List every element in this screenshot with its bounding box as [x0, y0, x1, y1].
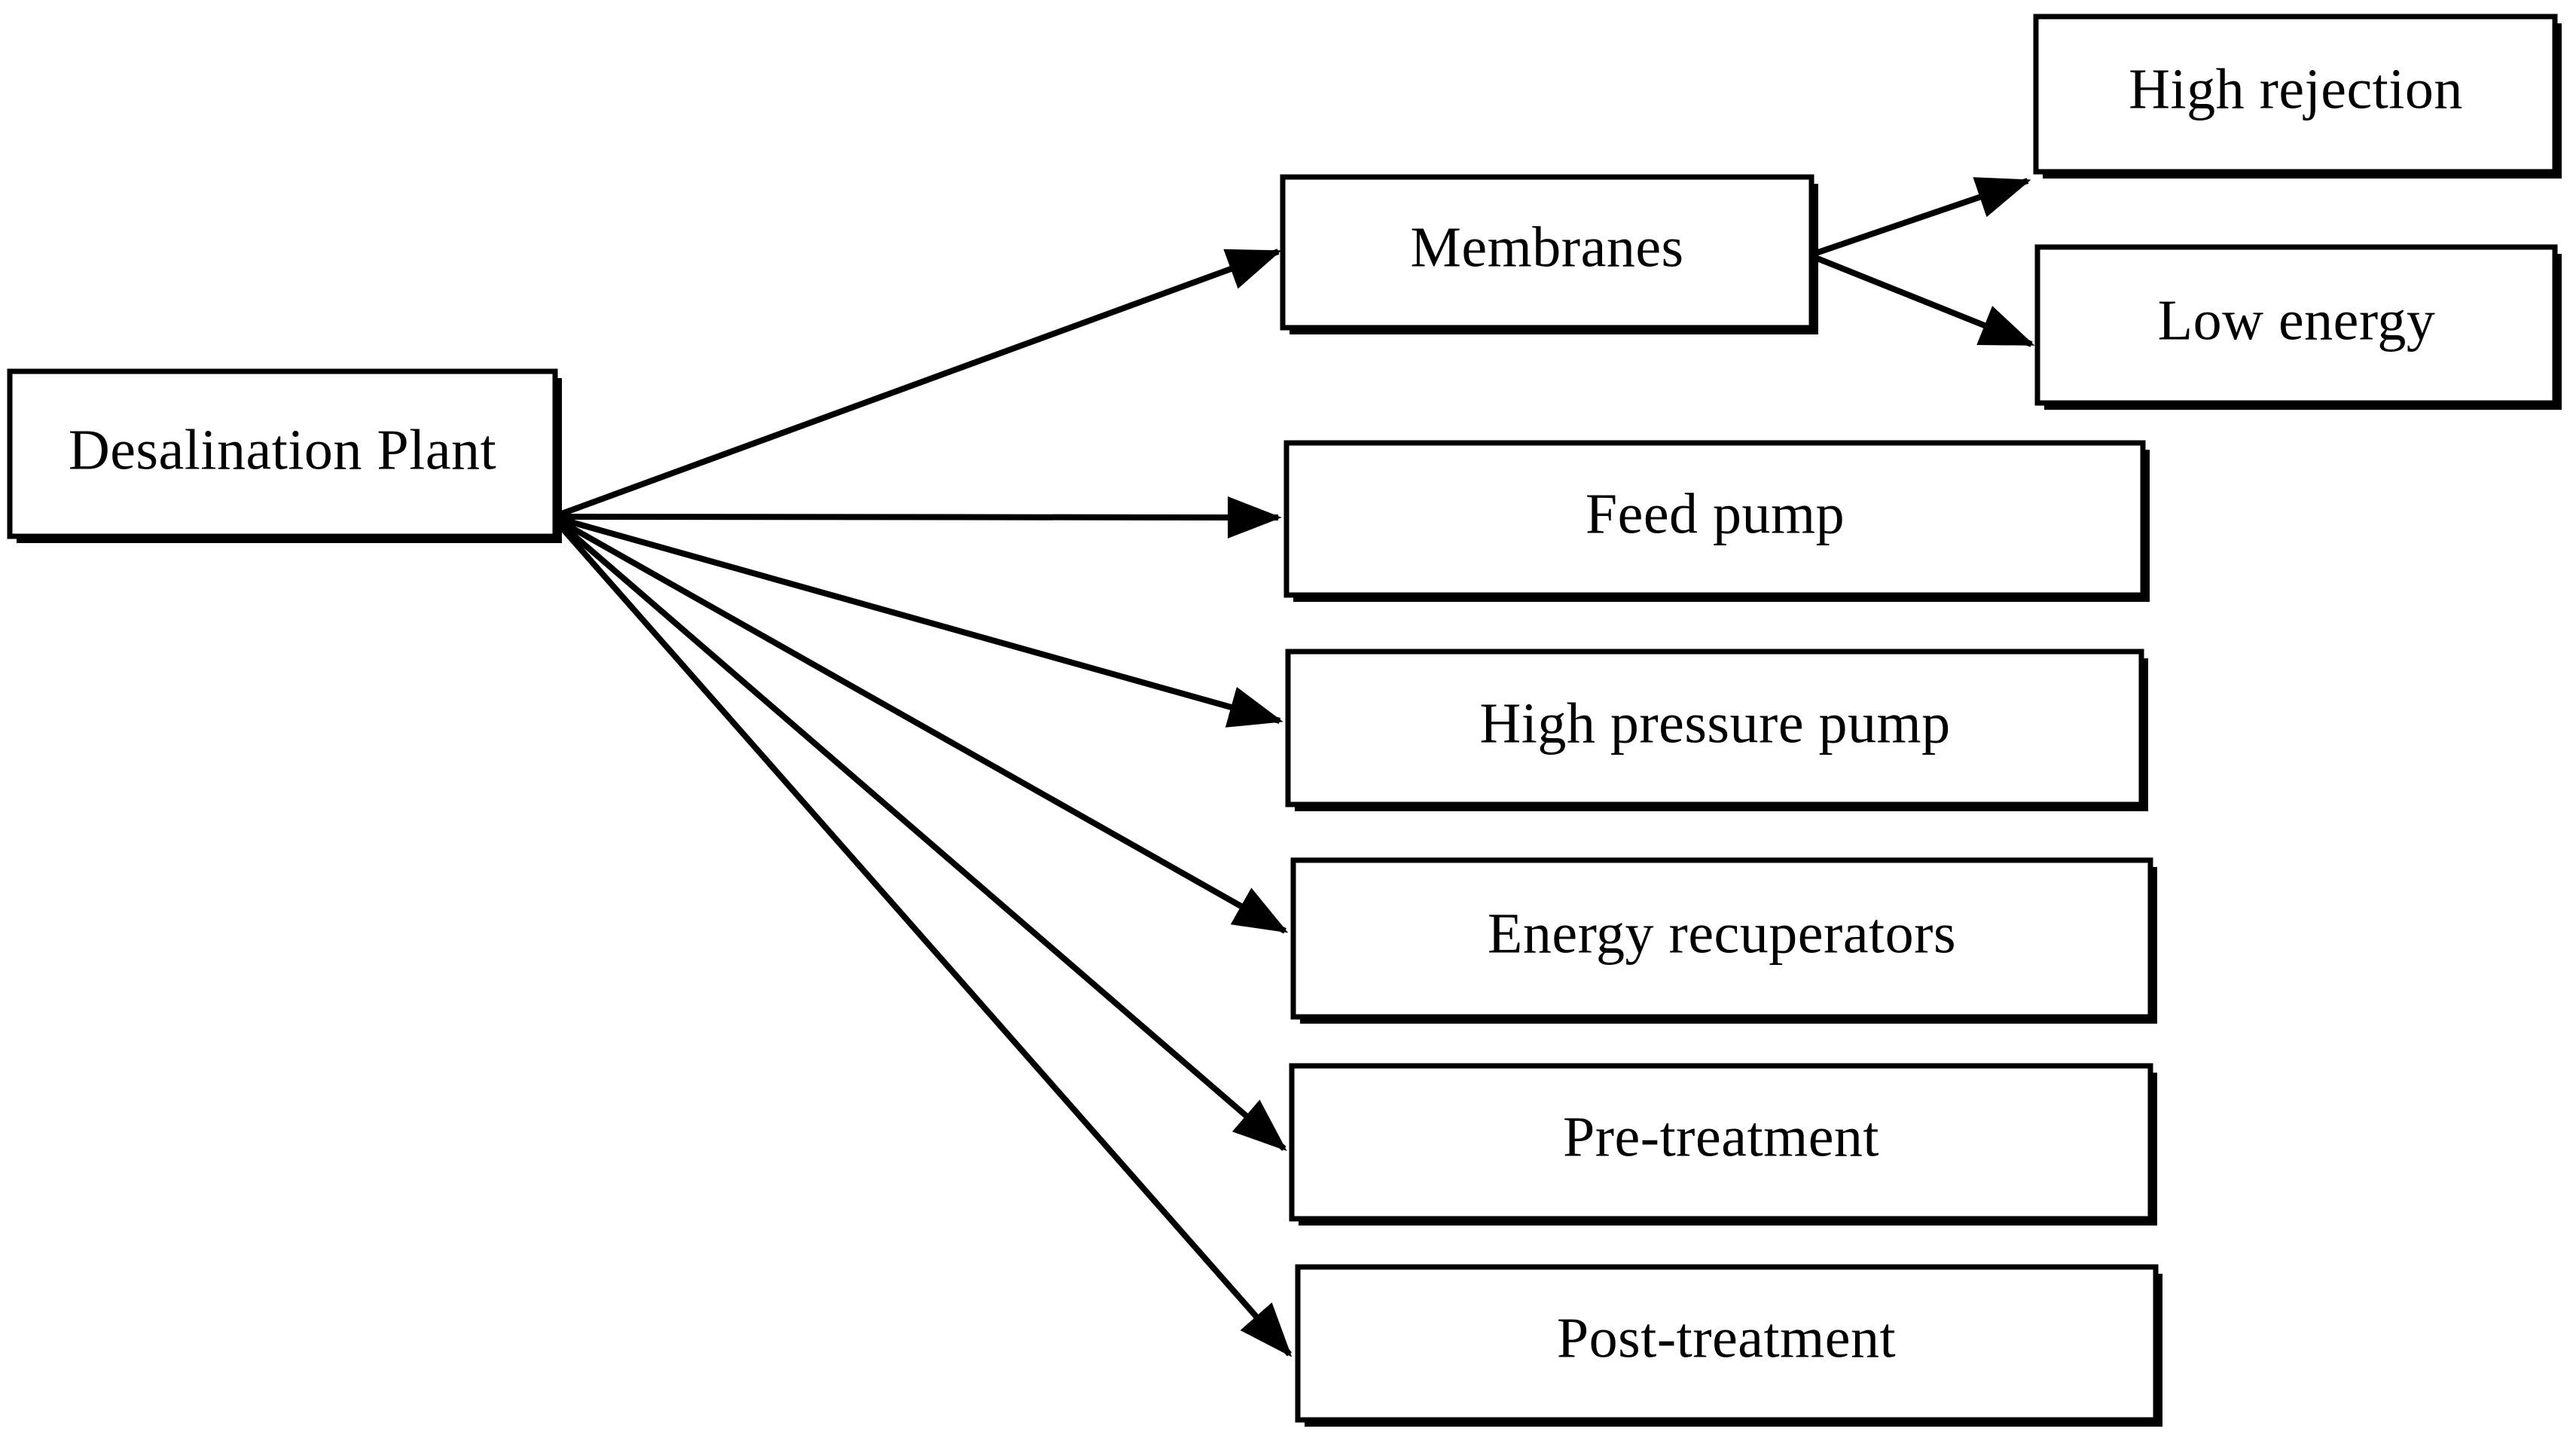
node-rect: [1283, 440, 2146, 598]
node-label-desalination-plant: Desalination Plant: [69, 418, 496, 481]
node-rect: [1290, 857, 2153, 1020]
node-rect: [2034, 244, 2558, 406]
node-label-feed-pump: Feed pump: [1586, 482, 1845, 545]
node-high-pressure-pump[interactable]: High pressure pump: [1285, 649, 2148, 811]
node-label-energy-recuperators: Energy recuperators: [1488, 902, 1956, 965]
edge-root-to-high-pressure-pump: [556, 515, 1283, 728]
node-low-energy[interactable]: Low energy: [2034, 244, 2562, 410]
node-rect: [1295, 1264, 2159, 1423]
edge-root-to-energy-recuperators: [556, 517, 1289, 934]
node-post-treatment[interactable]: Post-treatment: [1295, 1264, 2162, 1427]
node-pre-treatment[interactable]: Pre-treatment: [1289, 1063, 2157, 1226]
node-energy-recuperators[interactable]: Energy recuperators: [1290, 857, 2157, 1024]
node-label-membranes: Membranes: [1410, 215, 1683, 279]
node-label-high-pressure-pump: High pressure pump: [1479, 691, 1950, 755]
node-membranes[interactable]: Membranes: [1280, 174, 1818, 334]
node-label-pre-treatment: Pre-treatment: [1563, 1105, 1879, 1168]
node-rect: [1280, 174, 1814, 331]
node-label-post-treatment: Post-treatment: [1557, 1306, 1896, 1369]
node-label-high-rejection: High rejection: [2129, 57, 2463, 121]
node-feed-pump[interactable]: Feed pump: [1283, 440, 2150, 602]
edge-membranes-to-high-rejection: [1810, 177, 2031, 258]
edge-root-to-post-treatment: [554, 520, 1293, 1357]
node-high-rejection[interactable]: High rejection: [2033, 14, 2562, 179]
node-rect: [2033, 14, 2558, 175]
edge-membranes-to-low-energy: [1810, 253, 2035, 347]
node-desalination-plant[interactable]: Desalination Plant: [7, 368, 562, 543]
edge-root-to-pre-treatment: [555, 518, 1287, 1152]
node-rect: [1285, 649, 2144, 807]
node-rect: [1289, 1063, 2153, 1222]
edge-group: [554, 177, 2035, 1357]
node-rect: [7, 368, 558, 539]
node-label-low-energy: Low energy: [2158, 288, 2436, 352]
edge-root-to-membranes: [556, 249, 1282, 518]
